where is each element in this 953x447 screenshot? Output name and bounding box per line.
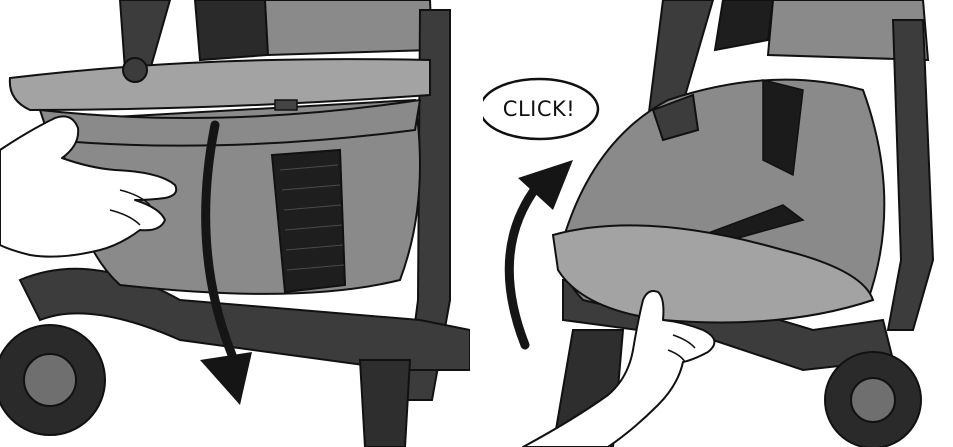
arrow-up-curve (509, 185, 538, 345)
click-callout-text: CLICK! (483, 76, 601, 142)
hinge-left (123, 58, 147, 82)
stroller-canopy-raise-scene (483, 0, 953, 447)
right-illustration-panel: CLICK! (483, 0, 953, 447)
seat-back-mesh (715, 0, 773, 50)
seat-back-mesh (195, 0, 268, 60)
rear-wheel-hub (851, 378, 895, 422)
left-illustration-panel (0, 0, 470, 447)
seat-back-fabric (265, 0, 432, 55)
frame-right-post (888, 20, 933, 330)
arrow-down-icon (200, 352, 252, 405)
panel-gutter (470, 0, 483, 447)
rear-leg (360, 360, 410, 447)
front-wheel-hub (24, 354, 76, 406)
stroller-canopy-lower-scene (0, 0, 470, 447)
mesh-pocket (272, 150, 345, 292)
bumper-tab (275, 100, 297, 110)
